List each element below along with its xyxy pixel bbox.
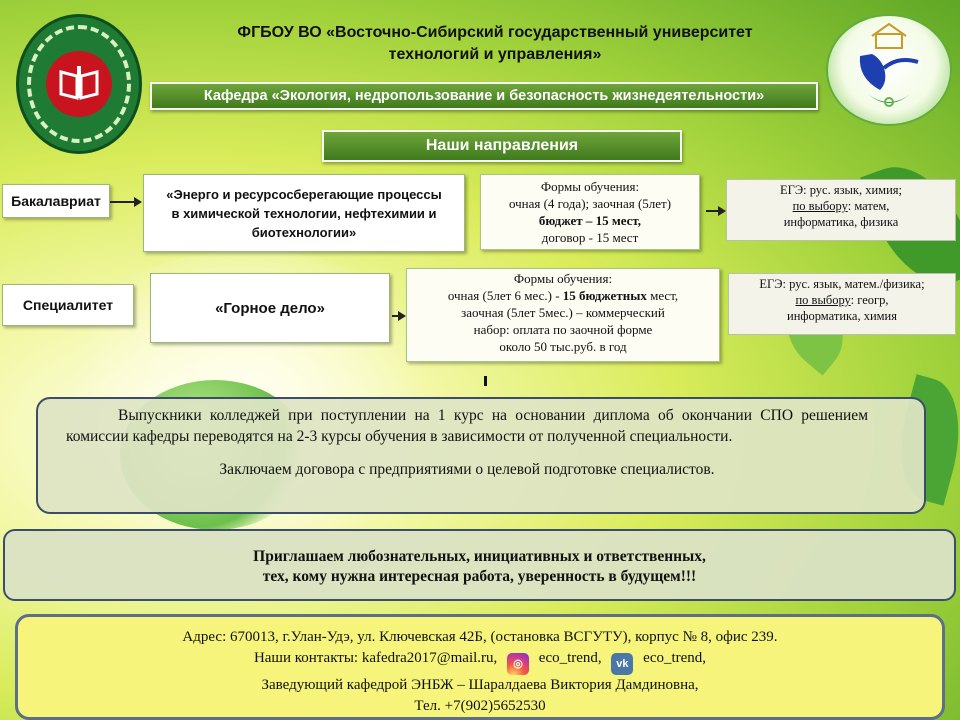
contacts-line: Наши контакты: kafedra2017@mail.ru, ◎ ec… — [18, 648, 942, 675]
specialist-level-label: Специалитет — [22, 297, 114, 313]
specialist-forms-title: Формы обучения: — [513, 271, 613, 286]
vk-handle[interactable]: eco_trend, — [643, 650, 707, 666]
specialist-forms-line1: очная (5лет 6 мес.) - 15 бюджетных мест, — [407, 287, 719, 304]
invitation-box: Приглашаем любознательных, инициативных … — [3, 529, 956, 601]
bachelor-level-label: Бакалавриат — [11, 193, 101, 209]
bachelor-forms-line1: очная (4 года); заочная (5лет) — [508, 196, 672, 211]
specialist-ege-choice-label: по выбору — [795, 293, 851, 307]
arrow-icon — [706, 206, 726, 216]
bachelor-ege-box: ЕГЭ: рус. язык, химия; по выбору: матем,… — [726, 179, 956, 241]
university-logo — [16, 14, 142, 154]
bachelor-program-name: «Энерго и ресурсосберегающие процессы в … — [166, 186, 442, 240]
bachelor-ege-choice-rest: : матем, — [847, 199, 890, 213]
address-line: Адрес: 670013, г.Улан-Удэ, ул. Ключевска… — [182, 629, 778, 645]
arrow-icon — [110, 197, 142, 207]
invitation-line1: Приглашаем любознательных, инициативных … — [253, 548, 706, 565]
email-text[interactable]: Наши контакты: kafedra2017@mail.ru, — [253, 650, 498, 666]
bachelor-ege-choice-label: по выбору — [792, 199, 848, 213]
specialist-program-name: «Горное дело» — [215, 299, 325, 317]
specialist-ege-line1: ЕГЭ: рус. язык, матем./физика; — [759, 277, 925, 291]
bachelor-level-box: Бакалавриат — [2, 184, 110, 218]
bachelor-forms-title: Формы обучения: — [540, 179, 640, 194]
bachelor-ege-line1: ЕГЭ: рус. язык, химия; — [779, 183, 902, 197]
info-paragraph-contracts: Заключаем договора с предприятиями о цел… — [219, 461, 715, 478]
instagram-handle[interactable]: eco_trend, — [538, 650, 602, 666]
vk-icon[interactable]: vk — [611, 653, 634, 675]
department-logo — [826, 14, 952, 126]
specialist-ege-line2: по выбору: геогр, — [729, 292, 955, 308]
specialist-ege-line3: информатика, химия — [787, 309, 897, 323]
specialist-ege-box: ЕГЭ: рус. язык, матем./физика; по выбору… — [728, 273, 956, 335]
bachelor-ege-line2: по выбору: матем, — [727, 198, 955, 214]
info-box: Выпускники колледжей при поступлении на … — [36, 397, 926, 514]
specialist-forms-box: Формы обучения: очная (5лет 6 мес.) - 15… — [406, 268, 720, 362]
bachelor-forms-contract: договор - 15 мест — [541, 230, 639, 245]
specialist-forms-line2: заочная (5лет 5мес.) – коммерческий — [461, 305, 665, 320]
department-emblem-icon — [859, 22, 919, 107]
phone-line: Тел. +7(902)5652530 — [414, 698, 546, 714]
arrow-icon — [392, 311, 406, 321]
specialist-level-box: Специалитет — [2, 284, 134, 326]
university-title-line1: ФГБОУ ВО «Восточно-Сибирский государстве… — [237, 24, 753, 41]
specialist-forms-line4: около 50 тыс.руб. в год — [499, 339, 627, 354]
logo-gear-ring — [27, 25, 131, 143]
bachelor-forms-budget: бюджет – 15 мест, — [538, 213, 642, 228]
specialist-forms-line1-a: очная (5лет 6 мес.) - — [447, 288, 563, 303]
stray-mark — [484, 376, 487, 386]
bachelor-ege-line3: информатика, физика — [783, 215, 899, 229]
specialist-forms-line1-c: мест, — [646, 288, 679, 303]
directions-banner: Наши направления — [322, 130, 682, 162]
info-paragraph-transfer: Выпускники колледжей при поступлении на … — [66, 407, 868, 445]
university-title: ФГБОУ ВО «Восточно-Сибирский государстве… — [180, 22, 810, 66]
invitation-line2: тех, кому нужна интересная работа, увере… — [262, 568, 697, 585]
specialist-program-box: «Горное дело» — [150, 273, 390, 343]
university-title-line2: технологий и управления» — [388, 46, 602, 63]
bachelor-program-box: «Энерго и ресурсосберегающие процессы в … — [143, 174, 465, 252]
specialist-forms-budget: 15 бюджетных — [562, 288, 647, 303]
department-head-line: Заведующий кафедрой ЭНБЖ – Шаралдаева Ви… — [261, 677, 699, 693]
bachelor-forms-box: Формы обучения: очная (4 года); заочная … — [480, 174, 700, 250]
specialist-ege-choice-rest: : геогр, — [850, 293, 889, 307]
department-banner: Кафедра «Экология, недропользование и бе… — [150, 82, 818, 110]
instagram-icon[interactable]: ◎ — [507, 653, 530, 675]
specialist-forms-line3: набор: оплата по заочной форме — [473, 322, 653, 337]
contacts-box: Адрес: 670013, г.Улан-Удэ, ул. Ключевска… — [15, 614, 945, 720]
